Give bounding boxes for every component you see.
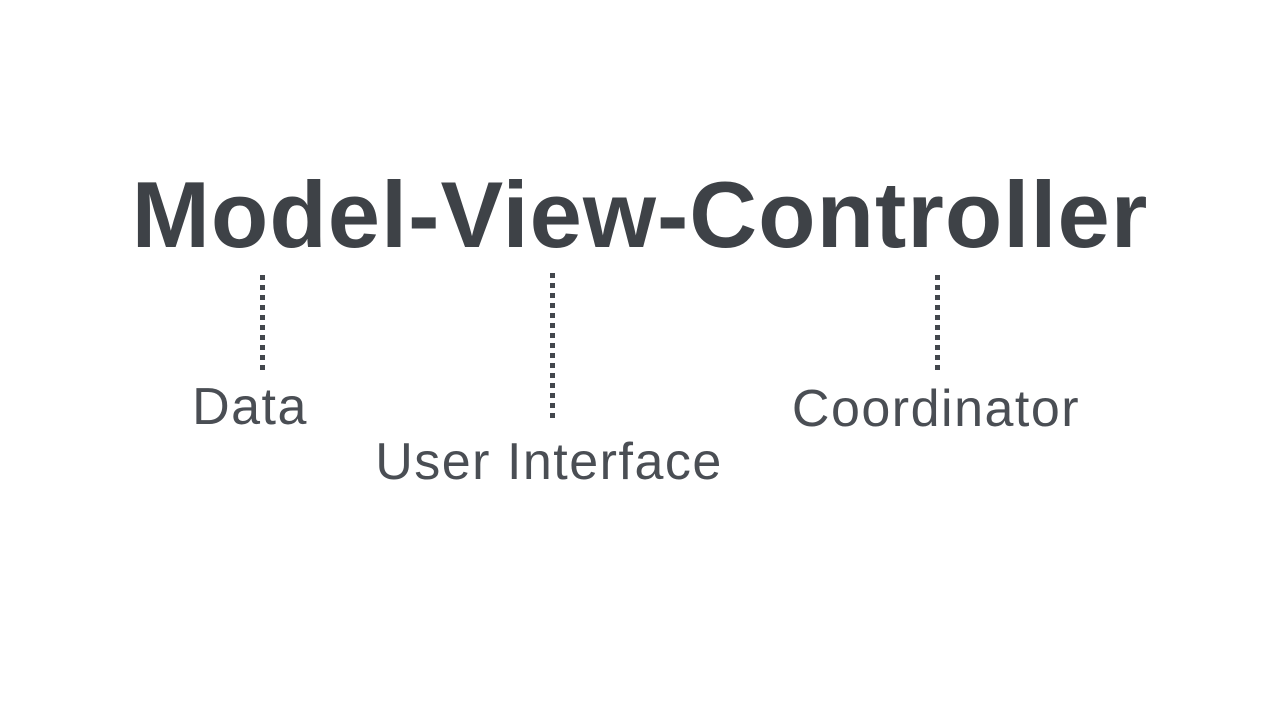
connector-controller-to-coordinator [935,275,940,370]
connector-view-to-user-interface [550,273,555,418]
diagram-title: Model-View-Controller [131,162,1149,267]
label-coordinator: Coordinator [791,380,1081,438]
connector-model-to-data [260,275,265,370]
label-data: Data [192,378,308,436]
label-user-interface: User Interface [375,433,723,491]
